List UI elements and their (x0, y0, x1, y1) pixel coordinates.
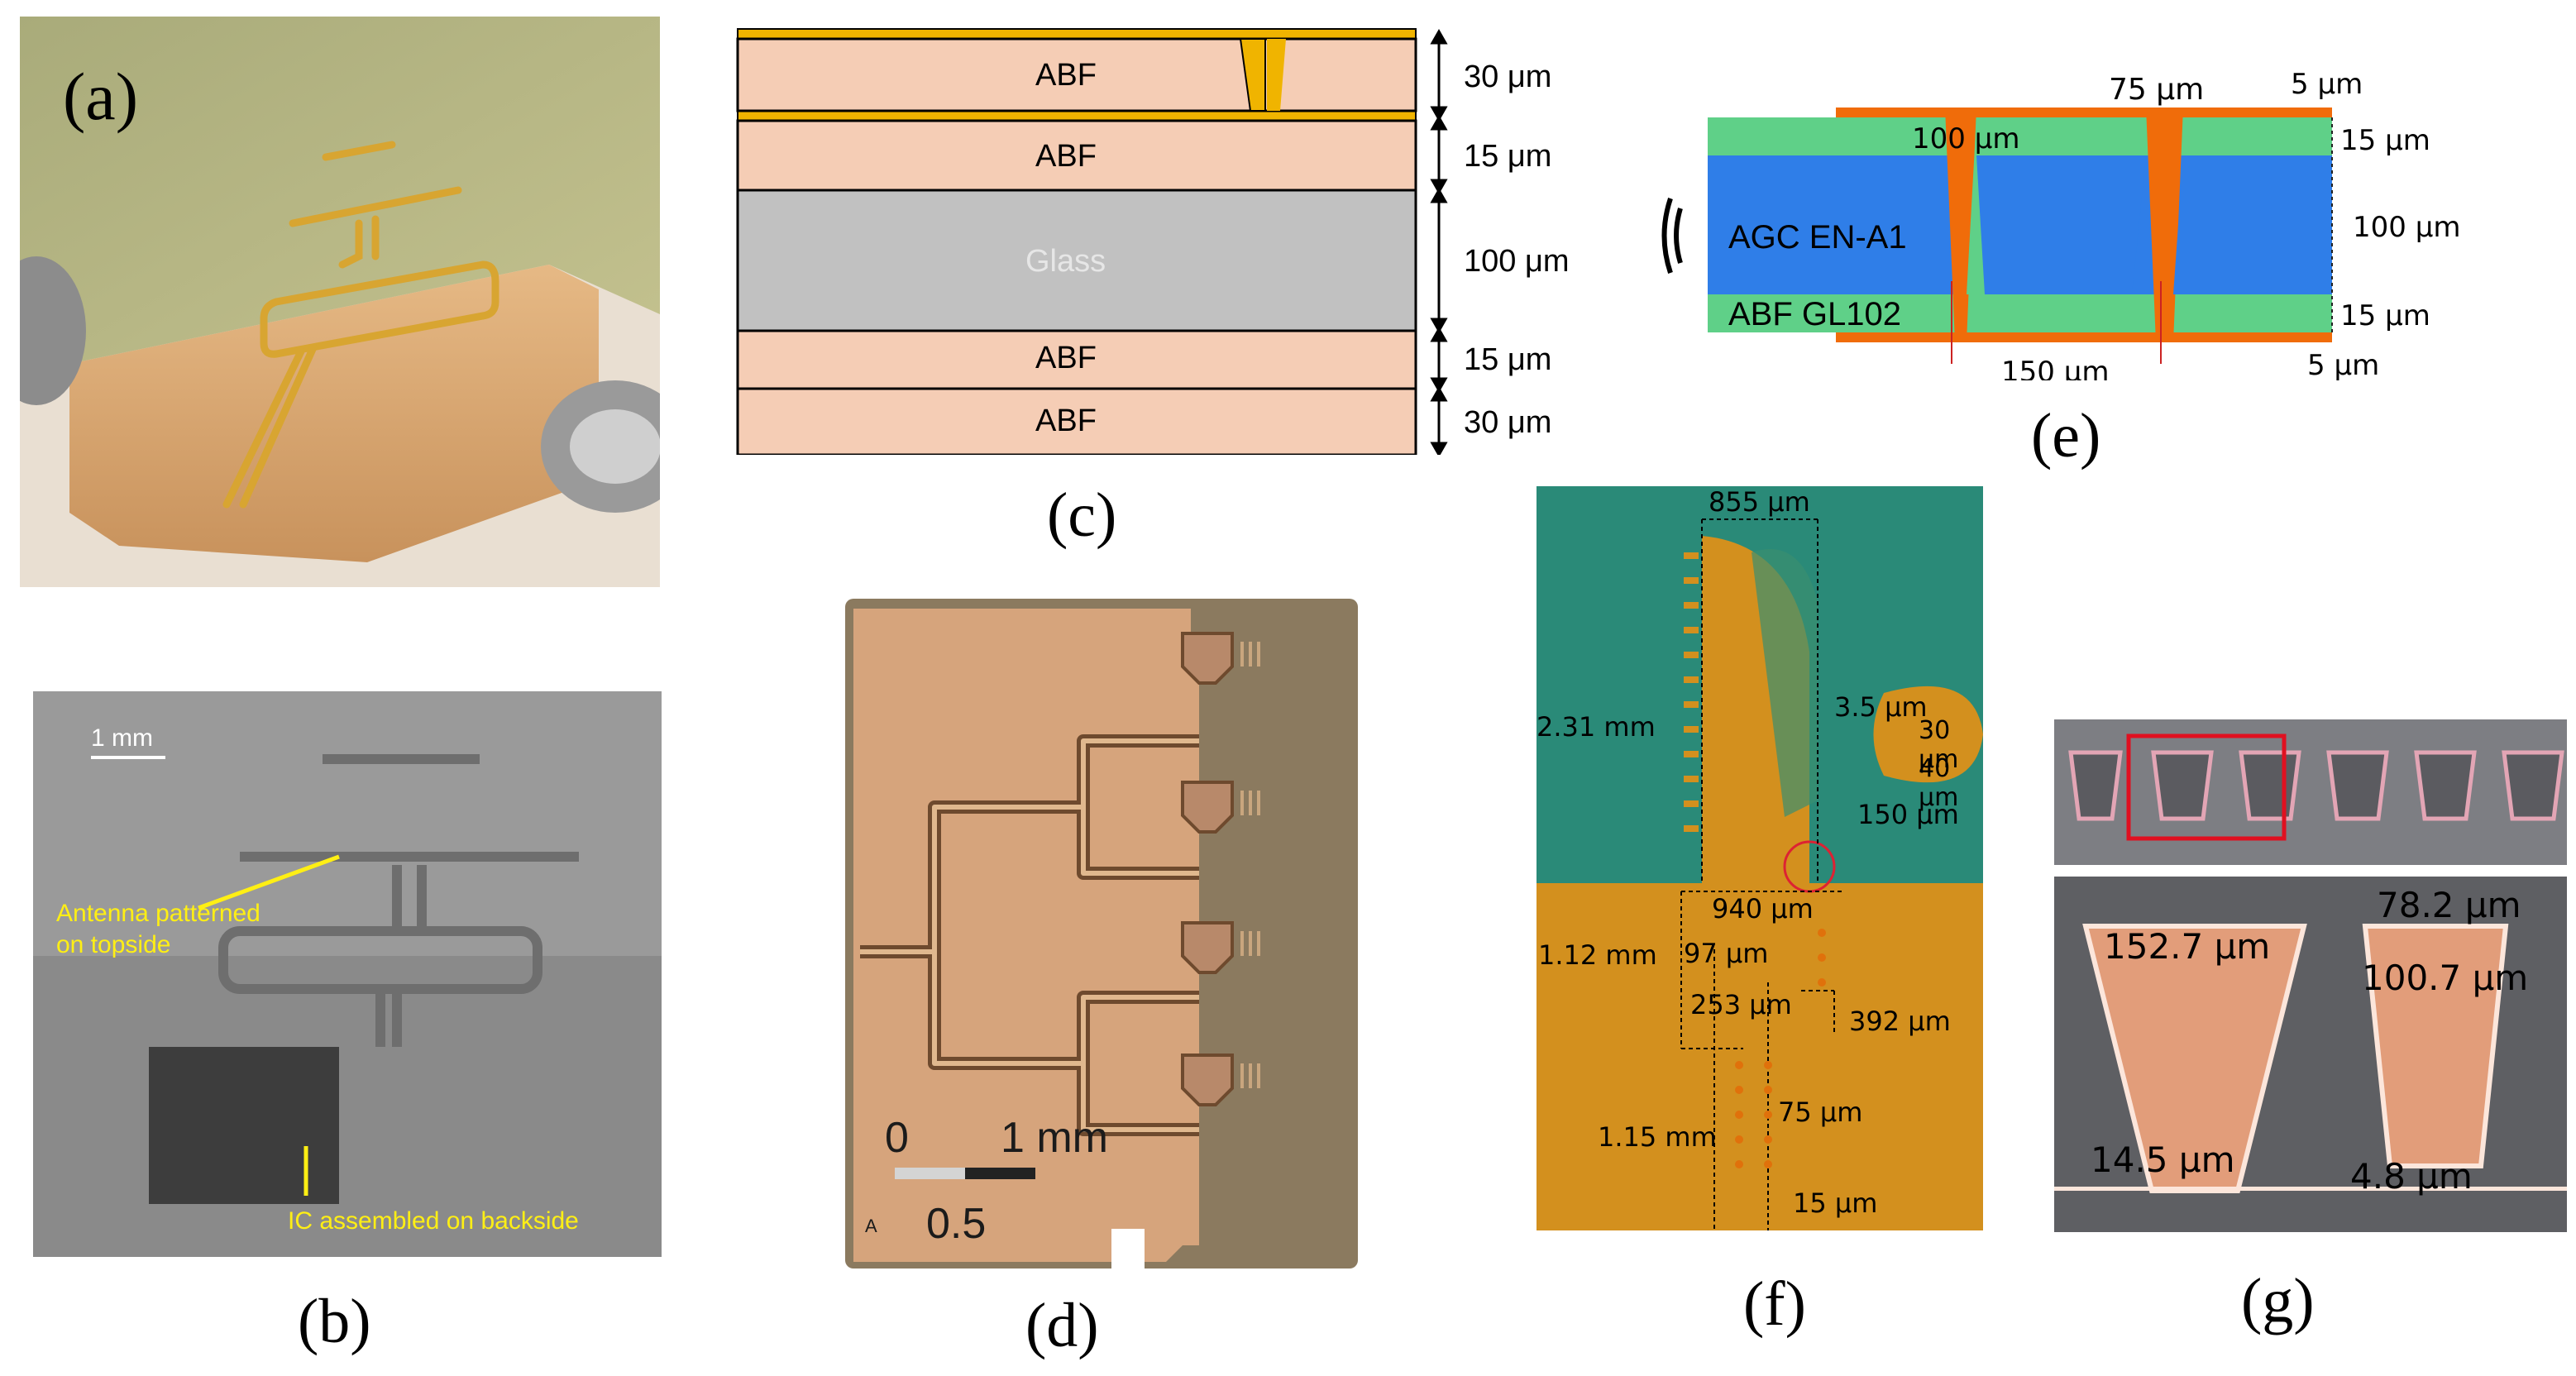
panel-e-dim-150: 150 μm (2001, 356, 2110, 380)
panel-f-dim-940: 940 μm (1712, 893, 1814, 924)
panel-f-dim-15: 15 μm (1793, 1187, 1878, 1219)
panel-g-caption: (g) (2241, 1266, 2315, 1335)
panel-b-pointers (198, 854, 340, 1196)
panel-f-dim-75: 75 μm (1778, 1096, 1863, 1128)
panel-c-caption: (c) (1047, 480, 1117, 550)
panel-g-dim-1527: 152.7 μm (2104, 926, 2271, 967)
panel-e-core-label: AGC EN-A1 (1728, 219, 1907, 256)
panel-e-dim-5-bot: 5 μm (2307, 349, 2380, 380)
panel-f-dim-231: 2.31 mm (1537, 711, 1656, 743)
panel-c-thickness-2: 15 μm (1464, 139, 1552, 174)
panel-c-layer-3: Glass (1025, 244, 1106, 279)
panel-c-thickness-3: 100 μm (1464, 244, 1570, 279)
panel-a-caption: (a) (63, 59, 139, 134)
panel-f-dim-150: 150 μm (1857, 799, 1959, 830)
panel-f-dim-112: 1.12 mm (1538, 939, 1657, 971)
panel-c-layer-2: ABF (1035, 139, 1097, 174)
panel-e-caption: (e) (2031, 401, 2101, 471)
panel-d-photo: 0 1 mm 0.5 A (835, 584, 1364, 1283)
panel-e-dim-15-bot: 15 μm (2340, 299, 2430, 332)
panel-f-dim-97: 97 μm (1684, 938, 1769, 969)
panel-f-dim-30: 30 μm (1919, 716, 1959, 774)
panel-f-caption: (f) (1743, 1269, 1806, 1339)
panel-f-dim-40: 40 μm (1919, 754, 1959, 812)
panel-f-dim-115: 1.15 mm (1598, 1121, 1717, 1153)
panel-d-corner-mark: A (865, 1216, 877, 1236)
panel-g-dim-145: 14.5 μm (2091, 1140, 2235, 1180)
panel-d-scale-half: 0.5 (926, 1200, 987, 1248)
panel-e-dim-100-core: 100 μm (2353, 211, 2461, 244)
panel-b-caption: (b) (298, 1287, 371, 1356)
panel-c-stackup: ABF ABF Glass ABF ABF 30 μm 15 μm 100 μm… (728, 25, 1621, 455)
panel-e-buildup-label: ABF GL102 (1728, 296, 1902, 332)
panel-e-cross-section: AGC EN-A1 ABF GL102 75 μm 5 μm 100 μm 15… (1637, 66, 2531, 380)
panel-f-dim-392: 392 μm (1849, 1006, 1951, 1037)
panel-c-thickness-5: 30 μm (1464, 405, 1552, 440)
panel-c-layer-5: ABF (1035, 404, 1097, 438)
panel-e-dim-15-top: 15 μm (2340, 124, 2430, 157)
panel-e-dim-100-top: 100 μm (1912, 122, 2020, 155)
panel-b-note-top-2: on topside (56, 931, 171, 958)
panel-b-image: 1 mm Antenna patterned on topside IC ass… (33, 691, 662, 1257)
panel-c-layer-1: ABF (1035, 58, 1097, 93)
panel-f-layout: 855 μm 2.31 mm 3.5 μm 30 μm 40 μm 150 μm… (1537, 486, 1991, 1230)
panel-c-thickness-1: 30 μm (1464, 60, 1552, 94)
panel-d-scale-0: 0 (885, 1114, 909, 1162)
panel-e-dim-5-top: 5 μm (2291, 68, 2363, 101)
panel-e-dim-75: 75 μm (2109, 73, 2205, 107)
panel-b-note-bottom: IC assembled on backside (288, 1207, 579, 1235)
panel-g-micrograph: 78.2 μm 152.7 μm 100.7 μm 14.5 μm 4.8 μm (2054, 719, 2575, 1240)
panel-b-scale-label: 1 mm (91, 724, 153, 752)
panel-g-dim-782: 78.2 μm (2377, 885, 2521, 925)
panel-d-scale-1mm: 1 mm (1001, 1114, 1108, 1162)
panel-d-caption: (d) (1025, 1291, 1099, 1360)
panel-g-dim-48: 4.8 μm (2350, 1156, 2473, 1197)
panel-g-dim-1007: 100.7 μm (2362, 958, 2529, 998)
panel-f-dim-35: 3.5 μm (1834, 691, 1928, 723)
panel-f-dim-855: 855 μm (1709, 486, 1810, 518)
panel-a-photo: (a) (20, 17, 660, 587)
panel-c-layer-4: ABF (1035, 341, 1097, 375)
panel-f-dim-253: 253 μm (1690, 989, 1792, 1020)
panel-b-note-top-1: Antenna patterned (56, 900, 260, 927)
panel-c-thickness-4: 15 μm (1464, 342, 1552, 377)
